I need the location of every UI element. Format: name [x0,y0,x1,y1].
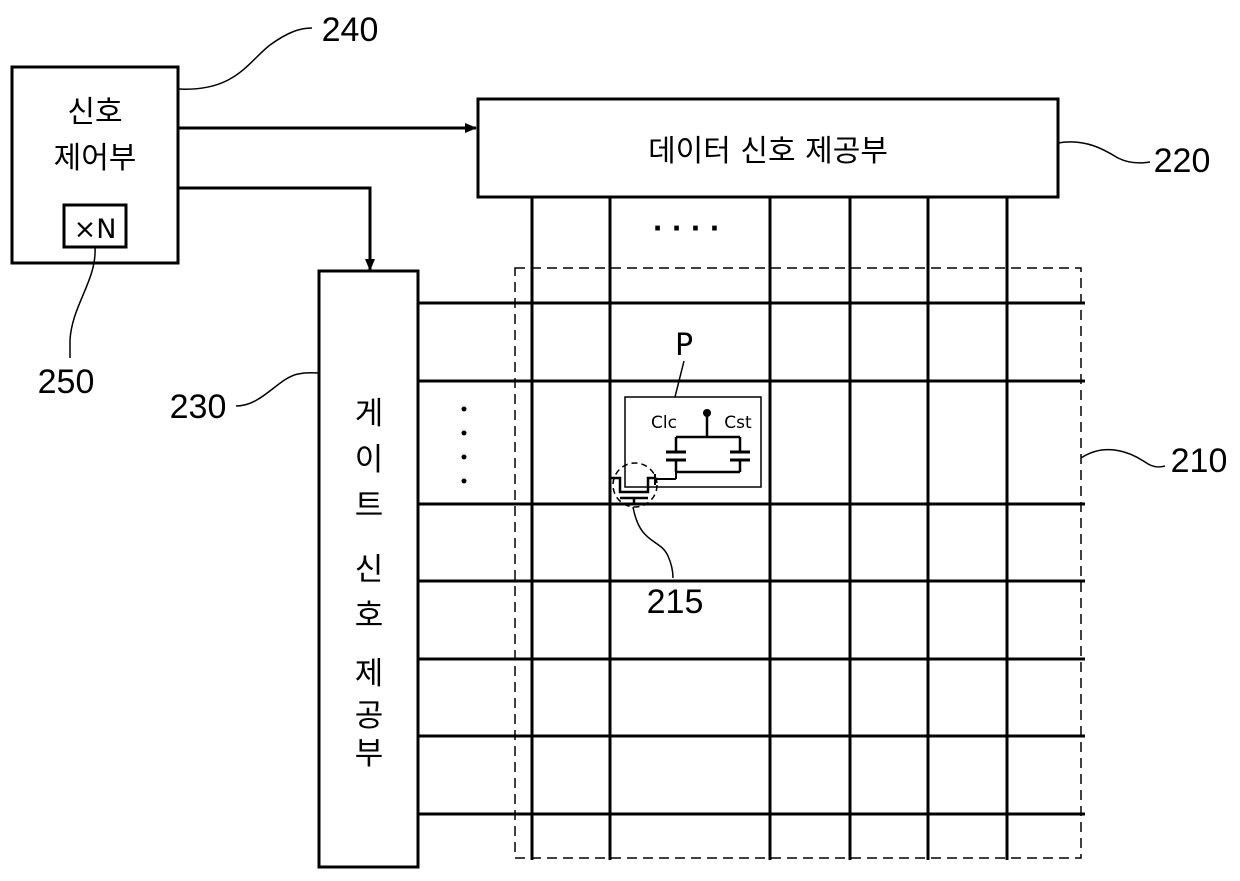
multiplier-label: ×N [74,214,117,245]
ref-230: 230 [170,388,227,426]
signal-controller-label-line1: 신호 [67,95,122,130]
gate-driver-char-2: 이 [355,442,384,478]
leader-210 [1081,450,1165,467]
data-lines-ellipsis: · · · · [653,214,720,244]
leader-220 [1058,142,1150,163]
pixel-leader [675,361,684,397]
gate-driver-char-3: 트 [355,488,384,524]
leader-230 [236,373,319,406]
clc-label: Clc [651,413,677,433]
ref-215: 215 [647,583,704,621]
gate-driver-char-7: 공 [355,698,384,734]
thin-film-transistor [611,463,657,507]
gate-driver-char-4: 신 [355,552,384,588]
gate-driver-char-1: 게 [355,396,384,432]
arrow-to-gate-driver [178,188,370,270]
gate-driver-char-8: 부 [355,736,384,772]
signal-controller-label-line2: 제어부 [54,141,137,176]
gate-driver-char-5: 호 [355,598,384,634]
pixel-label: P [675,328,693,363]
signal-controller-block: 신호 제어부 ×N [12,67,178,263]
gate-lines [418,303,1085,814]
cst-label: Cst [724,413,752,433]
ref-220: 220 [1154,142,1211,180]
data-driver-block: 데이터 신호 제공부 [478,99,1058,197]
gate-driver-char-6: 제 [355,656,384,692]
gate-driver-block: 게 이 트 신 호 제 공 부 [319,271,418,867]
pixel-circuit: P Clc Cst [625,328,761,487]
ref-240: 240 [322,11,379,49]
display-panel-boundary [515,268,1081,858]
ref-250: 250 [38,363,95,401]
gate-lines-ellipsis [462,407,467,484]
leader-240 [178,28,312,89]
leader-215 [633,507,673,578]
data-lines [532,197,1007,860]
data-driver-label: 데이터 신호 제공부 [648,134,888,169]
ref-210: 210 [1171,442,1228,480]
